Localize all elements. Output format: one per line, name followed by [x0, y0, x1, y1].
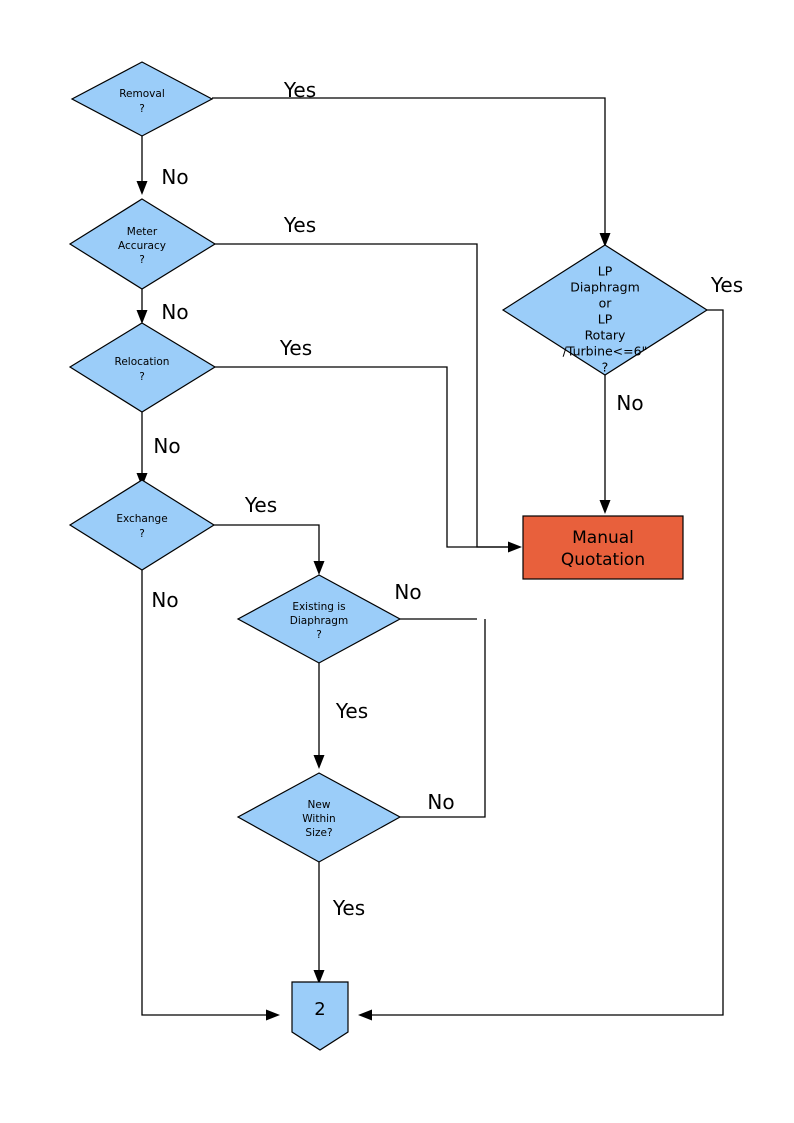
arrowhead-lp-no-to-manual-quotation — [599, 500, 611, 514]
lp-diaphragm-label-line3: or — [599, 296, 613, 311]
arrowhead-meter-accuracy-no — [136, 310, 148, 324]
exchange-diamond[interactable] — [68, 479, 216, 571]
lp-diaphragm-label-line6: /Turbine<=6" — [563, 344, 648, 359]
edge-lp-yes — [367, 309, 724, 1016]
exchange-label-line2: ? — [139, 528, 145, 540]
arrowhead-to-manual-quotation-left — [508, 541, 522, 553]
edge-label-meter-accuracy-no: No — [161, 300, 188, 324]
existing-is-diaphragm-diamond[interactable] — [236, 574, 402, 664]
lp-diaphragm-label-line7: ? — [602, 360, 609, 375]
new-within-size-label-line3: Size? — [305, 827, 332, 839]
arrowhead-lp-yes-to-connector — [358, 1009, 372, 1021]
arrowhead-exchange-no-to-connector — [266, 1009, 280, 1021]
arrowhead-exchange-yes — [313, 561, 325, 575]
node-manual-quotation[interactable]: Manual Quotation — [522, 515, 684, 580]
edge-label-new-within-size-yes: Yes — [332, 896, 365, 920]
edge-exchange-yes — [214, 524, 320, 566]
edge-label-removal-yes: Yes — [283, 78, 316, 102]
exchange-label-line1: Exchange — [116, 513, 167, 525]
arrowhead-removal-no — [136, 181, 148, 195]
removal-label-line2: ? — [139, 103, 145, 115]
offpage-connector-2-shape[interactable] — [291, 981, 349, 1051]
arrowhead-existing-diaphragm-yes — [313, 755, 325, 769]
existing-is-diaphragm-label-line3: ? — [316, 629, 322, 641]
edge-new-within-size-no — [400, 619, 486, 818]
node-existing-is-diaphragm[interactable]: Existing is Diaphragm ? — [236, 574, 402, 664]
meter-accuracy-label-line1: Meter — [127, 226, 158, 238]
lp-diaphragm-label-line2: Diaphragm — [570, 280, 640, 295]
edge-label-meter-accuracy-yes: Yes — [283, 213, 316, 237]
new-within-size-diamond[interactable] — [236, 772, 402, 863]
arrowhead-new-within-size-yes — [313, 970, 325, 984]
node-relocation[interactable]: Relocation ? — [68, 322, 217, 413]
offpage-connector-2-label: 2 — [314, 999, 325, 1020]
edge-label-lp-yes: Yes — [710, 273, 743, 297]
manual-quotation-label-line1: Manual — [572, 528, 634, 548]
node-removal[interactable]: Removal ? — [70, 61, 214, 137]
removal-diamond[interactable] — [70, 61, 214, 137]
arrowhead-removal-yes-to-lp — [599, 233, 611, 247]
lp-diaphragm-label-line5: Rotary — [585, 328, 626, 343]
edge-relocation-yes — [215, 366, 513, 548]
manual-quotation-label-line2: Quotation — [561, 550, 645, 570]
edge-label-new-within-size-no: No — [427, 790, 454, 814]
edge-label-existing-diaphragm-no: No — [394, 580, 421, 604]
lp-diaphragm-diamond[interactable] — [501, 244, 709, 376]
edge-removal-yes — [212, 97, 606, 238]
edge-label-lp-no: No — [616, 391, 643, 415]
node-lp-diaphragm[interactable]: LP Diaphragm or LP Rotary /Turbine<=6" ? — [501, 244, 709, 376]
manual-quotation-box[interactable] — [522, 515, 684, 580]
node-meter-accuracy[interactable]: Meter Accuracy ? — [68, 198, 217, 290]
meter-accuracy-label-line3: ? — [139, 254, 145, 266]
relocation-label-line1: Relocation — [115, 356, 170, 368]
meter-accuracy-diamond[interactable] — [68, 198, 217, 290]
edge-label-exchange-no: No — [151, 588, 178, 612]
new-within-size-label-line1: New — [308, 799, 331, 811]
edge-exchange-no — [141, 570, 271, 1016]
relocation-diamond[interactable] — [68, 322, 217, 413]
existing-is-diaphragm-label-line2: Diaphragm — [290, 615, 348, 627]
lp-diaphragm-label-line4: LP — [598, 312, 613, 327]
existing-is-diaphragm-label-line1: Existing is — [292, 601, 345, 613]
edge-labels-layer: Yes No Yes No Yes No Yes No No Yes No Ye… — [151, 78, 743, 920]
edge-label-relocation-yes: Yes — [279, 336, 312, 360]
edges-layer — [136, 97, 724, 1021]
edge-label-relocation-no: No — [153, 434, 180, 458]
edge-label-existing-diaphragm-yes: Yes — [335, 699, 368, 723]
node-exchange[interactable]: Exchange ? — [68, 479, 216, 571]
new-within-size-label-line2: Within — [302, 813, 335, 825]
node-offpage-connector-2[interactable]: 2 — [291, 981, 349, 1051]
edge-label-removal-no: No — [161, 165, 188, 189]
removal-label-line1: Removal — [119, 88, 165, 100]
node-new-within-size[interactable]: New Within Size? — [236, 772, 402, 863]
edge-label-exchange-yes: Yes — [244, 493, 277, 517]
meter-accuracy-label-line2: Accuracy — [118, 240, 166, 252]
lp-diaphragm-label-line1: LP — [598, 264, 613, 279]
relocation-label-line2: ? — [139, 371, 145, 383]
